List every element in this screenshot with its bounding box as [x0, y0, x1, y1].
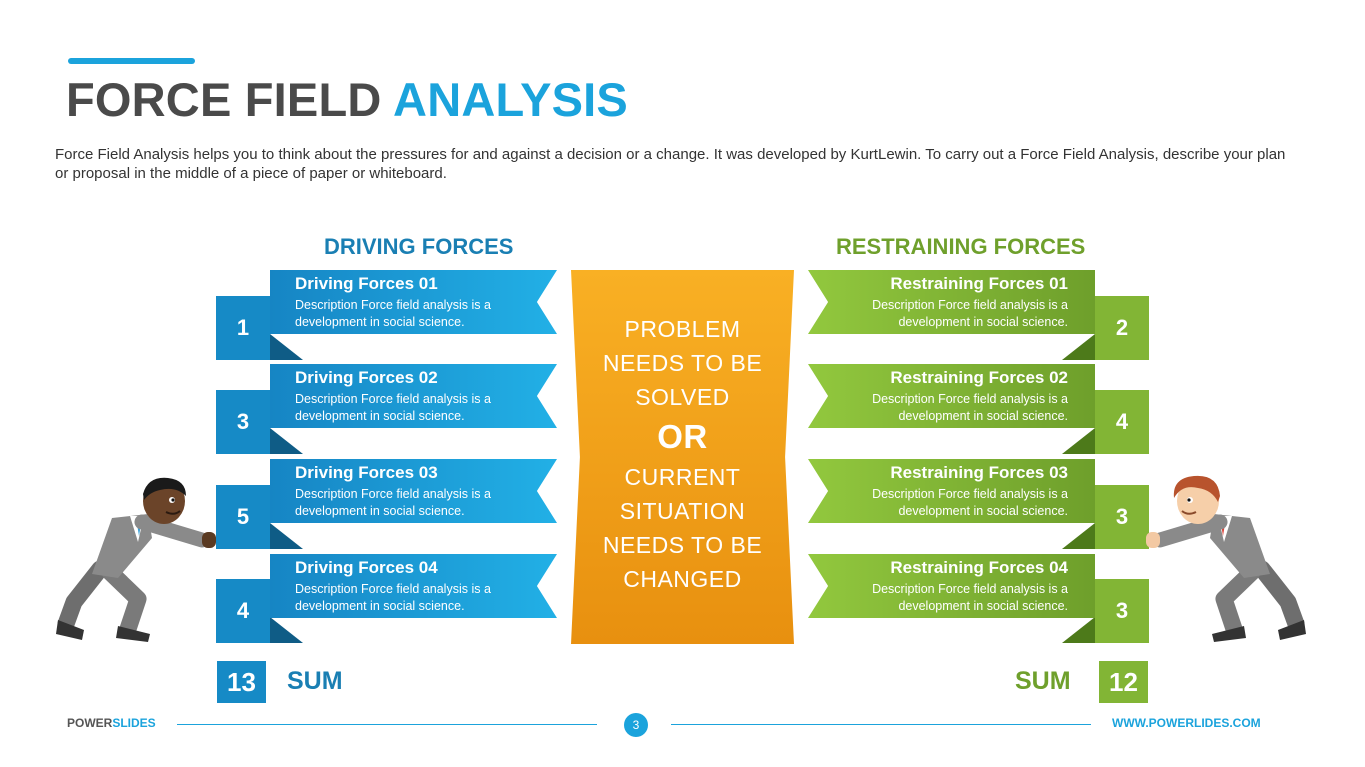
- driving-score-1: 1: [216, 296, 270, 360]
- driving-banner-2: Driving Forces 02 Description Force fiel…: [270, 364, 557, 428]
- problem-box: [571, 270, 794, 644]
- restraining-fold-2: [1062, 428, 1095, 454]
- footer-url[interactable]: WWW.POWERLIDES.COM: [1112, 716, 1261, 730]
- problem-line-6: NEEDS TO BE: [602, 532, 763, 558]
- driving-sum-value: 13: [217, 661, 266, 703]
- driving-fold-2: [270, 428, 303, 454]
- restraining-title-2: Restraining Forces 02: [890, 368, 1068, 387]
- problem-line-7: CHANGED: [623, 566, 742, 592]
- footer-brand: POWERSLIDES: [67, 716, 156, 730]
- driving-fold-3: [270, 523, 303, 549]
- driving-banner-4: Driving Forces 04 Description Force fiel…: [270, 554, 557, 618]
- restraining-banner-3: Restraining Forces 03 Description Force …: [808, 459, 1095, 523]
- problem-line-3: SOLVED: [635, 384, 730, 410]
- restraining-title-4: Restraining Forces 04: [890, 558, 1068, 577]
- restraining-title-1: Restraining Forces 01: [890, 274, 1068, 293]
- problem-text: PROBLEM NEEDS TO BE SOLVED OR CURRENT SI…: [571, 312, 794, 596]
- restraining-fold-4: [1062, 617, 1095, 643]
- restraining-score-4: 3: [1095, 579, 1149, 643]
- title-part-dark: FORCE FIELD: [66, 73, 382, 126]
- problem-line-4: CURRENT: [624, 464, 741, 490]
- title-part-blue: ANALYSIS: [393, 73, 628, 126]
- footer-line-right: [671, 724, 1091, 725]
- driving-banner-1: Driving Forces 01 Description Force fiel…: [270, 270, 557, 334]
- driving-title-3: Driving Forces 03: [295, 463, 438, 482]
- driving-sum-label: SUM: [287, 667, 343, 695]
- restraining-banner-2: Restraining Forces 02 Description Force …: [808, 364, 1095, 428]
- person-pushing-left-icon: [56, 477, 216, 642]
- driving-score-2: 3: [216, 390, 270, 454]
- restraining-banner-4: Restraining Forces 04 Description Force …: [808, 554, 1095, 618]
- restraining-sum-value: 12: [1099, 661, 1148, 703]
- restraining-banner-1: Restraining Forces 01 Description Force …: [808, 270, 1095, 334]
- problem-line-1: PROBLEM: [624, 316, 741, 342]
- footer-line-left: [177, 724, 597, 725]
- driving-banner-3: Driving Forces 03 Description Force fiel…: [270, 459, 557, 523]
- restraining-forces-heading: RESTRAINING FORCES: [836, 234, 1086, 259]
- driving-forces-heading: DRIVING FORCES: [324, 234, 514, 259]
- restraining-fold-3: [1062, 523, 1095, 549]
- driving-score-3: 5: [216, 485, 270, 549]
- problem-or: OR: [657, 418, 708, 455]
- restraining-score-1: 2: [1095, 296, 1149, 360]
- intro-text: Force Field Analysis helps you to think …: [55, 146, 1286, 182]
- page-title: FORCE FIELD ANALYSIS: [66, 72, 628, 127]
- restraining-sum-label: SUM: [1015, 667, 1071, 695]
- driving-title-1: Driving Forces 01: [295, 274, 438, 293]
- person-pushing-right-icon: [1146, 475, 1306, 642]
- page-number: 3: [624, 713, 648, 737]
- restraining-score-3: 3: [1095, 485, 1149, 549]
- driving-fold-4: [270, 617, 303, 643]
- driving-title-4: Driving Forces 04: [295, 558, 438, 577]
- restraining-fold-1: [1062, 334, 1095, 360]
- driving-fold-1: [270, 334, 303, 360]
- title-accent-bar: [68, 58, 195, 64]
- restraining-title-3: Restraining Forces 03: [890, 463, 1068, 482]
- problem-line-5: SITUATION: [619, 498, 746, 524]
- driving-title-2: Driving Forces 02: [295, 368, 438, 387]
- driving-score-4: 4: [216, 579, 270, 643]
- restraining-score-2: 4: [1095, 390, 1149, 454]
- problem-line-2: NEEDS TO BE: [602, 350, 763, 376]
